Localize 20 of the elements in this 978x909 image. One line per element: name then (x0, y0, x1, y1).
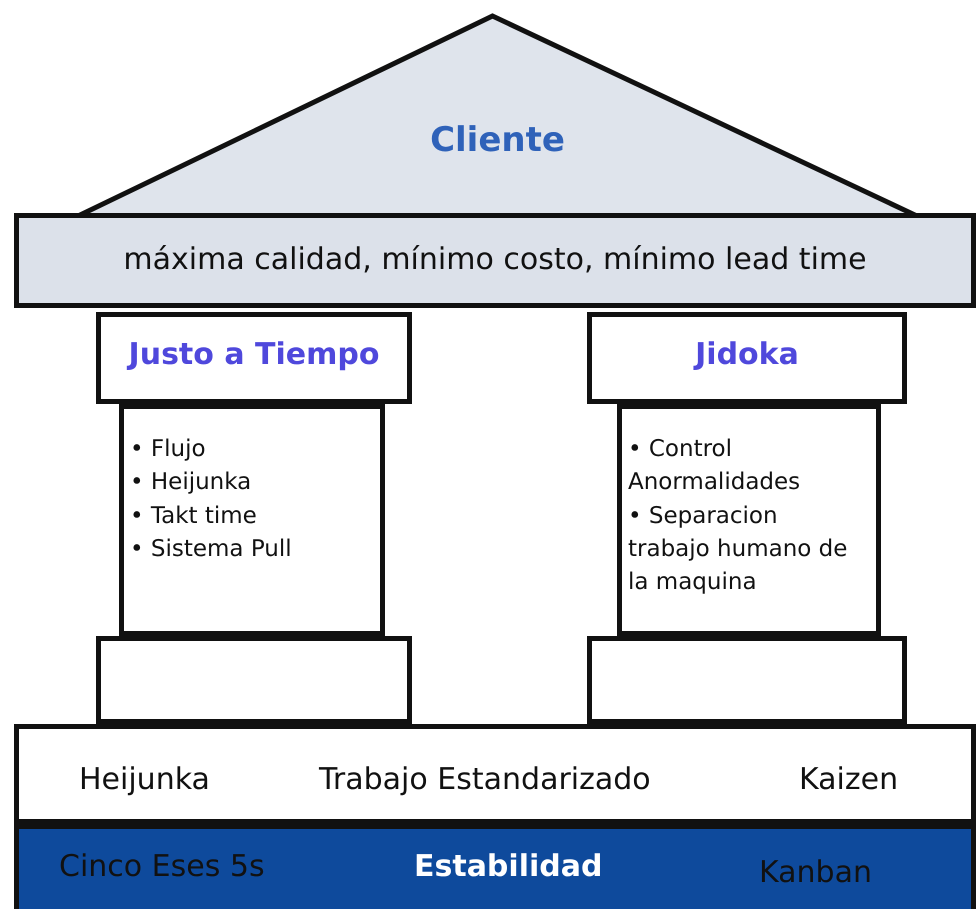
pillar-title: Jidoka (692, 337, 800, 372)
band-text: Heijunka (79, 762, 210, 797)
band-text: Trabajo Estandarizado (319, 762, 651, 797)
bullet-item: • Takt time (130, 502, 258, 531)
bullet-item: • Heijunka (130, 468, 252, 498)
bullet-item: • Separacion trabajo humano de la maquina (628, 502, 848, 598)
foundation-band (14, 824, 976, 909)
band-text: Kanban (759, 855, 872, 890)
pillar-capital (96, 312, 412, 404)
pillar-title: Justo a Tiempo (126, 337, 380, 372)
pillar-capital (587, 312, 907, 404)
beam-box (14, 213, 976, 308)
band-text: Kaizen (799, 762, 898, 797)
roof-title: Cliente (429, 120, 566, 160)
beam-text: máxima calidad, mínimo costo, mínimo lead time (122, 242, 868, 277)
band-title: Estabilidad (414, 849, 602, 884)
band-text: Cinco Eses 5s (59, 849, 265, 884)
bullet-item: • Flujo (130, 435, 207, 464)
bullet-item: • Control Anormalidades (628, 435, 802, 498)
bullet-item: • Sistema Pull (130, 535, 293, 564)
